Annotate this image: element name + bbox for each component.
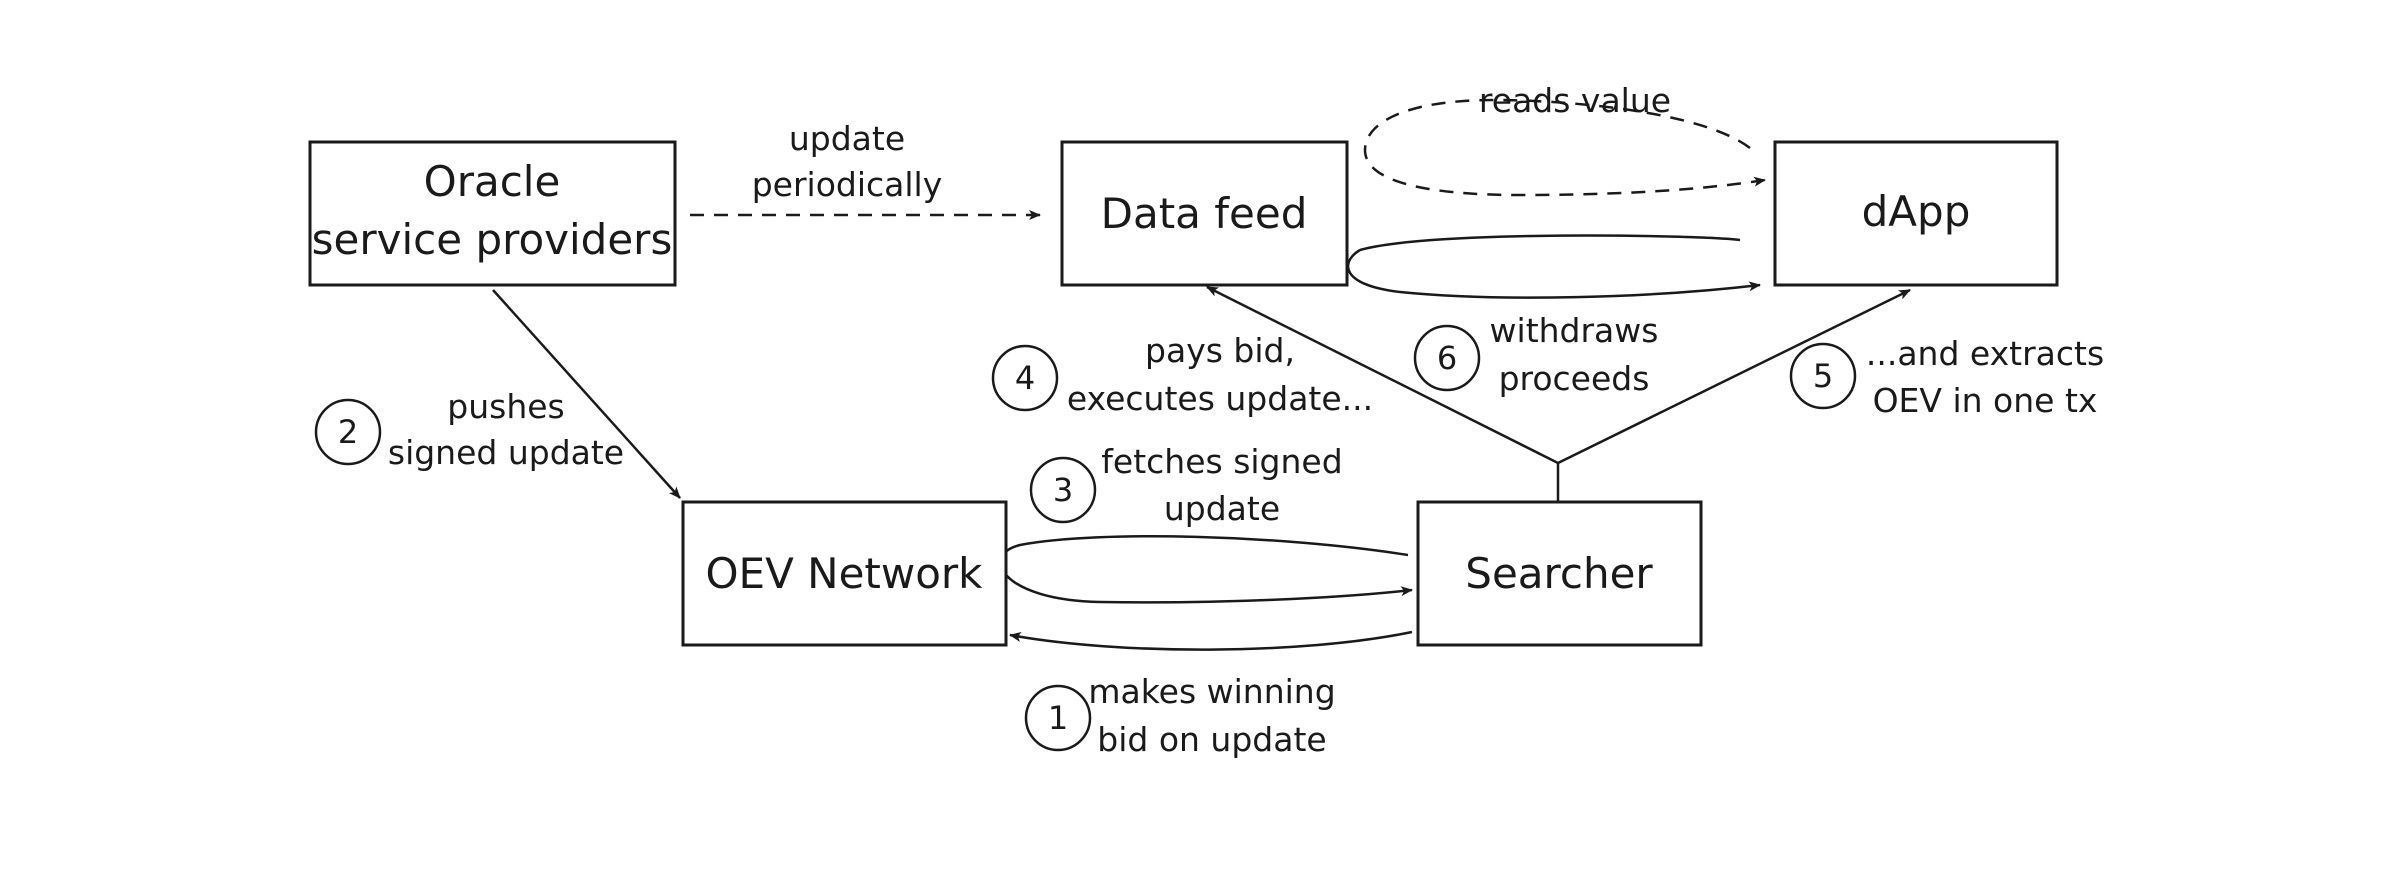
step-5-number: 5 (1813, 357, 1833, 395)
oev-network-label: OEV Network (705, 549, 983, 598)
edge-fetches-signed-update (999, 535, 1413, 604)
node-oracle-service-providers: Oracle service providers (308, 140, 677, 287)
update-periodically-line1: update (789, 119, 905, 158)
step-5-line1: ...and extracts (1866, 334, 2104, 373)
reads-value-label: reads value (1479, 81, 1671, 120)
step-1-number: 1 (1048, 699, 1068, 737)
step-2-number: 2 (338, 413, 358, 451)
oracle-label-line1: Oracle (424, 157, 561, 206)
step-4-line1: pays bid, (1145, 331, 1295, 370)
step-1-line1: makes winning (1088, 672, 1335, 711)
dapp-label: dApp (1862, 187, 1971, 236)
step-5-line2: OEV in one tx (1873, 381, 2098, 420)
node-dapp: dApp (1773, 140, 2059, 287)
step-6-number: 6 (1437, 339, 1457, 377)
node-data-feed: Data feed (1060, 140, 1349, 287)
edge-pays-bid (1206, 285, 1559, 465)
step-6-circle (1413, 324, 1481, 392)
step-1-circle (1024, 684, 1092, 752)
step-3-circle (1029, 456, 1097, 524)
edge-makes-winning-bid (1009, 630, 1413, 651)
step-4-line2: executes update... (1067, 379, 1373, 418)
update-periodically-line2: periodically (752, 165, 943, 204)
node-searcher: Searcher (1416, 500, 1703, 647)
step-6-line2: proceeds (1499, 359, 1650, 398)
step-6-line1: withdraws (1490, 311, 1659, 350)
step-3-line1: fetches signed (1101, 442, 1342, 481)
edge-datafeed-dapp-loop (1346, 234, 1760, 299)
searcher-label: Searcher (1465, 549, 1653, 598)
step-3-line2: update (1164, 489, 1280, 528)
data-feed-label: Data feed (1101, 189, 1308, 238)
node-oev-network: OEV Network (681, 500, 1008, 647)
step-4-number: 4 (1015, 359, 1035, 397)
edge-pushes-signed-update (492, 289, 681, 499)
step-3-number: 3 (1053, 471, 1073, 509)
step-2-line2: signed update (388, 433, 624, 472)
step-2-circle (314, 398, 382, 466)
edge-reads-value (1363, 98, 1766, 197)
oracle-label-line2: service providers (312, 215, 673, 264)
edge-extracts-oev (1557, 288, 1911, 465)
step-2-line1: pushes (447, 387, 564, 426)
step-1-line2: bid on update (1097, 720, 1326, 759)
step-4-circle (991, 344, 1059, 412)
step-5-circle (1789, 342, 1857, 410)
